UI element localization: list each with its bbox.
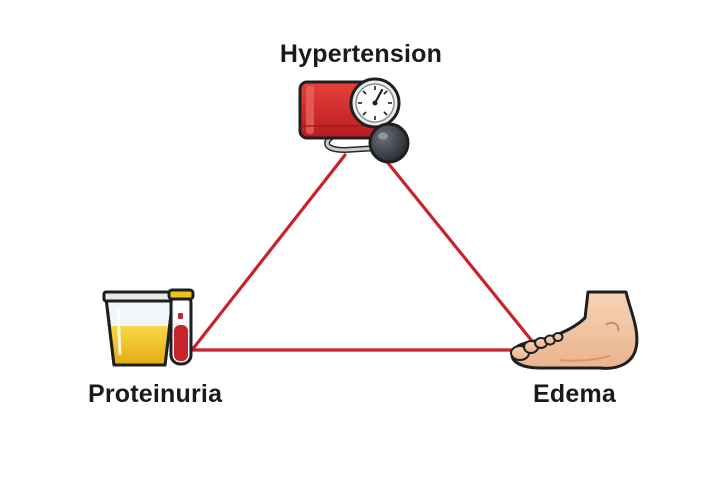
urine-cup-and-test-tube-icon [102,288,195,367]
proteinuria-label: Proteinuria [88,380,223,408]
hypertension-label: Hypertension [279,40,443,68]
blood-pressure-cuff-icon [298,77,410,164]
triad-edges [190,153,534,352]
edge-hypertension-proteinuria [190,153,347,352]
edge-hypertension-edema [386,161,534,343]
swollen-foot-icon [510,290,639,370]
edema-label: Edema [533,380,616,408]
